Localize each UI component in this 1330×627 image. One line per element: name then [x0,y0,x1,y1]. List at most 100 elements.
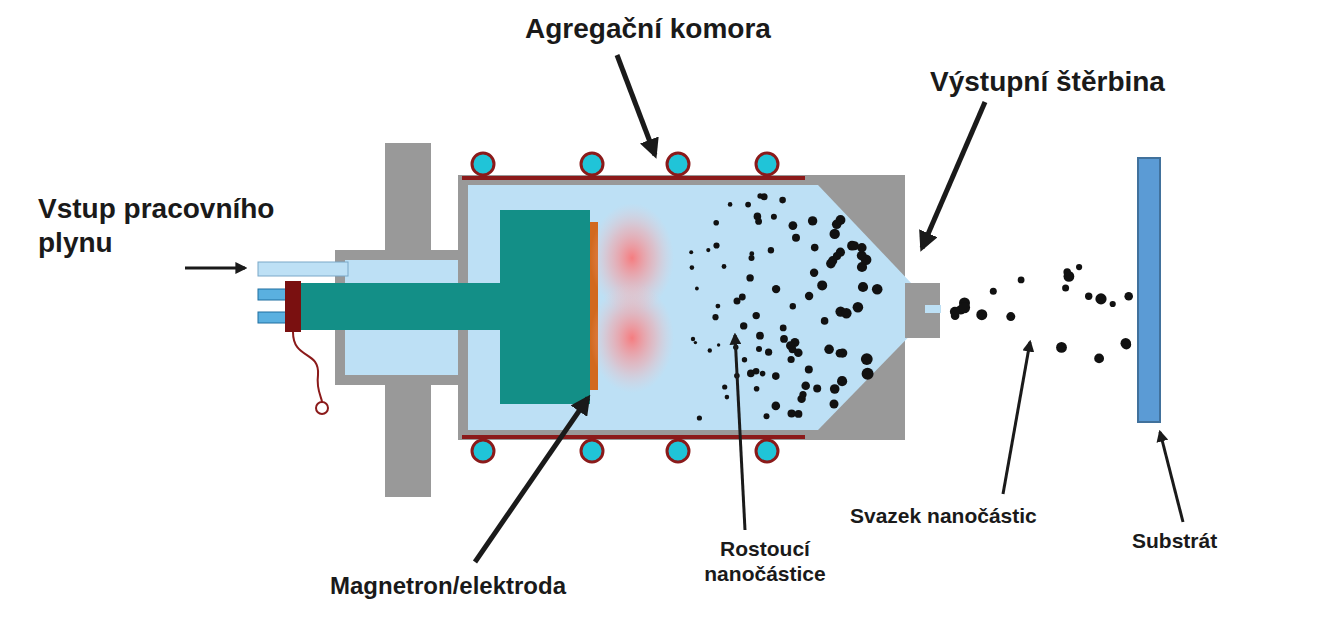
nanoparticle [771,214,777,220]
nanoparticle [857,243,866,252]
callout-label: Výstupní štěrbina [930,65,1165,99]
nanoparticle [745,202,751,208]
leader-arrow [1003,342,1030,494]
slit [925,305,941,313]
nanoparticle [1076,264,1082,270]
nanoparticle [756,332,764,340]
nanoparticle [824,345,834,355]
plasma [590,283,674,393]
nanoparticle [795,410,803,418]
nanoparticle [950,307,960,317]
nanoparticle [832,220,842,230]
leader-arrows [185,55,1183,562]
nanoparticle [959,302,970,313]
nanoparticle [788,356,795,363]
heater-line [462,435,805,439]
leader-arrow [922,102,985,248]
nanoparticle [1094,354,1104,364]
heater-line [462,176,805,180]
nanoparticle [808,216,817,225]
power-terminal [316,402,328,414]
callout-label: Agregační komora [525,12,771,46]
nozzle [905,283,940,338]
nanoparticle [717,343,720,346]
nanoparticle [1121,338,1131,348]
nanoparticle [794,349,803,358]
nanoparticle [830,384,840,394]
leader-arrow [1160,432,1183,522]
coil [581,153,603,175]
magnetron-stem [300,283,505,330]
nanoparticle [756,346,762,352]
nanoparticle [757,193,762,198]
nanoparticle [862,368,874,380]
coil [756,153,778,175]
nanoparticle [1110,301,1116,307]
nanoparticle [830,400,839,409]
nanoparticle [772,372,780,380]
nanoparticle [755,218,762,225]
nanoparticle [830,229,840,239]
nanoparticle [779,197,786,204]
nanoparticle [772,285,780,293]
nanoparticle [1095,293,1106,304]
nanoparticle [833,252,841,260]
nanoparticle [764,413,770,419]
magnetron-head [500,210,590,404]
coil [756,440,778,462]
nanoparticle [841,308,851,318]
nanoparticle [722,384,727,389]
nanoparticle [780,325,787,332]
nanoparticle [722,264,727,269]
nanoparticle [695,287,699,291]
cooling-coils [472,153,778,462]
nanoparticle [760,371,766,377]
nanoparticle [805,366,813,374]
nanoparticle [817,280,827,290]
nanoparticle [858,282,868,292]
nanoparticle [749,251,754,256]
nanoparticle [725,395,730,400]
nanoparticle [789,221,798,230]
nanoparticle [706,248,710,252]
nanoparticle [810,269,818,277]
nanoparticle [799,391,806,398]
nanoparticle [772,402,781,411]
nanoparticle [716,304,721,309]
nanoparticle [1018,277,1025,284]
coil [472,440,494,462]
nanoparticle [713,220,719,226]
magnetron-connector [285,281,301,332]
nanoparticle [742,357,747,362]
nanoparticle [853,302,864,313]
leader-arrow [735,335,745,530]
cooling-pipe [258,289,288,300]
leader-arrow [475,398,588,562]
nanoparticle [1085,293,1092,300]
nanoparticle [691,337,695,341]
nanoparticle [694,341,697,344]
nanoparticle [821,317,829,325]
callout-label: Vstup pracovního plynu [38,192,328,259]
nanoparticle [813,385,821,393]
nanoparticle [740,322,747,329]
nanoparticle [746,274,753,281]
substrate [1138,158,1160,422]
nanoparticle [1006,312,1015,321]
nanoparticle [765,349,772,356]
nanoparticle [708,348,712,352]
nanoparticle [801,382,810,391]
nanoparticle [734,298,741,305]
nanoparticle [689,250,693,254]
callout-label: Rostoucí nanočástice [680,536,850,586]
nanoparticle [788,409,796,417]
nanoparticle [713,242,719,248]
nanoparticle [690,265,695,270]
nanoparticle [792,234,800,242]
callout-label: Magnetron/elektroda [330,572,566,601]
chamber-interior [468,185,932,430]
nanoparticle [861,353,873,365]
nanoparticle [712,314,718,320]
nanoparticle [780,335,788,343]
nanoparticle [990,288,997,295]
